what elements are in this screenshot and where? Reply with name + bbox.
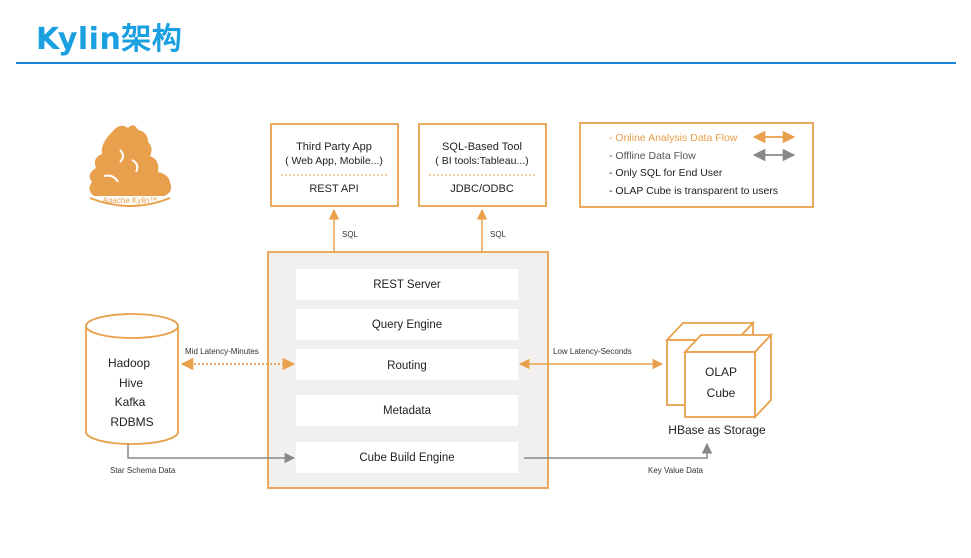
client-detail: ( BI tools:Tableau...) xyxy=(435,155,528,167)
client-name: SQL-Based Tool xyxy=(442,141,522,153)
legend: - Online Analysis Data Flow - Offline Da… xyxy=(579,122,814,208)
data-source-cylinder: Hadoop Hive Kafka RDBMS xyxy=(85,313,179,445)
mid-latency-label: Mid Latency-Minutes xyxy=(185,347,259,356)
module-label: Query Engine xyxy=(372,319,442,331)
source-hadoop: Hadoop xyxy=(108,356,150,370)
sql-label-right: SQL xyxy=(490,230,507,239)
key-value-label: Key Value Data xyxy=(648,466,704,475)
sql-label-left: SQL xyxy=(342,230,359,239)
module-label: REST Server xyxy=(373,279,441,291)
legend-offline-flow: - Offline Data Flow xyxy=(609,150,696,162)
source-hive: Hive xyxy=(119,376,143,390)
star-schema-arrow xyxy=(127,444,296,464)
client-interface: REST API xyxy=(309,183,358,195)
page-title: Kylin架构 xyxy=(36,22,183,57)
logo-caption: Apache Kylin™ xyxy=(103,196,158,205)
star-schema-label: Star Schema Data xyxy=(110,466,176,475)
title-divider xyxy=(16,62,956,64)
client-third-party-app: Third Party App ( Web App, Mobile...) RE… xyxy=(270,123,399,207)
source-rdbms: RDBMS xyxy=(110,415,153,429)
module-routing xyxy=(296,349,518,380)
legend-note-cube: - OLAP Cube is transparent to users xyxy=(609,185,778,197)
module-label: Routing xyxy=(387,360,427,372)
legend-online-flow: - Online Analysis Data Flow xyxy=(609,132,738,144)
olap-cube-stack: OLAP Cube HBase as Storage xyxy=(664,320,774,437)
module-label: Cube Build Engine xyxy=(359,452,454,464)
client-sql-based-tool: SQL-Based Tool ( BI tools:Tableau...) JD… xyxy=(418,123,547,207)
hbase-storage-label: HBase as Storage xyxy=(668,423,766,437)
cube-label-cube: Cube xyxy=(707,386,736,400)
module-rest-server xyxy=(296,269,518,300)
module-metadata xyxy=(296,395,518,426)
apache-kylin-logo: Apache Kylin™ xyxy=(89,125,172,207)
client-name: Third Party App xyxy=(296,141,372,153)
low-latency-label: Low Latency-Seconds xyxy=(553,347,632,356)
kylin-mascot-icon xyxy=(89,125,172,196)
module-label: Metadata xyxy=(383,405,432,417)
legend-note-sql: - Only SQL for End User xyxy=(609,167,723,179)
client-detail: ( Web App, Mobile...) xyxy=(285,155,383,167)
source-kafka: Kafka xyxy=(115,395,146,409)
kylin-server-panel: REST Server Query Engine Routing Metadat… xyxy=(267,251,549,489)
module-cube-build-engine xyxy=(296,442,518,473)
cube-label-olap: OLAP xyxy=(705,365,737,379)
key-value-arrow xyxy=(524,442,713,459)
module-query-engine xyxy=(296,309,518,340)
client-interface: JDBC/ODBC xyxy=(450,183,514,195)
